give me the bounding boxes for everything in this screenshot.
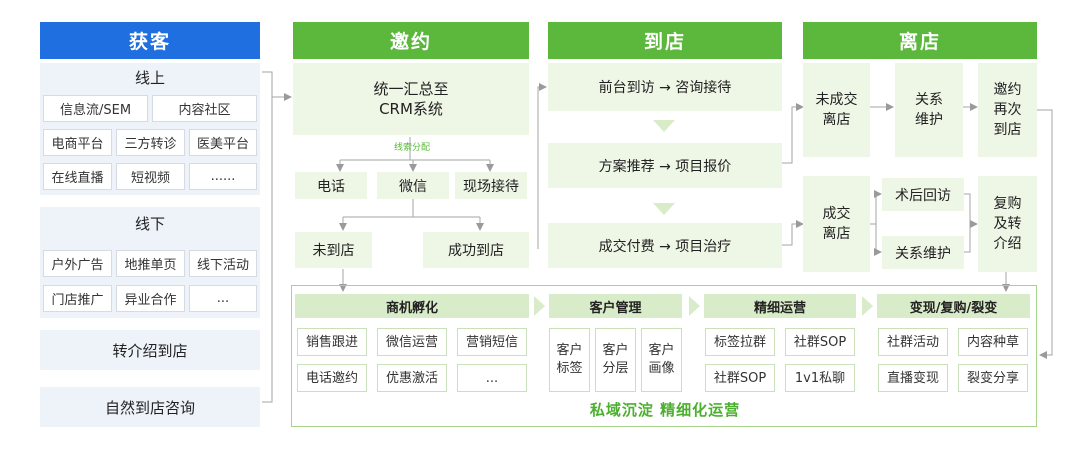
ops-item: 1v1私聊 — [785, 364, 855, 392]
channel-cell: 异业合作 — [116, 285, 185, 312]
to-deal-arrow — [781, 220, 804, 246]
customer-item: 客户 分层 — [595, 328, 636, 392]
convert-item: 内容种草 — [958, 328, 1028, 356]
incubation-item: ... — [457, 364, 527, 392]
arrive-step: 方案推荐 → 项目报价 — [548, 143, 782, 188]
arrive-header: 到店 — [548, 22, 782, 59]
repurchase-box: 复购 及转 介绍 — [978, 176, 1037, 272]
chevron-right-icon — [534, 296, 545, 316]
channel-cell: 内容社区 — [152, 95, 257, 122]
ops-item: 社群SOP — [705, 364, 775, 392]
channel-cell: 门店推广 — [43, 285, 112, 312]
reinvite-loop-arrow — [1036, 109, 1053, 359]
channel-cell: 线下活动 — [189, 250, 257, 277]
acquire-bracket-line — [262, 71, 273, 403]
convert-item: 裂变分享 — [958, 364, 1028, 392]
method-onsite: 现场接待 — [455, 172, 527, 199]
customer-item: 客户 画像 — [641, 328, 682, 392]
acquire-header: 获客 — [40, 22, 260, 59]
referral-box: 转介绍到店 — [40, 330, 260, 370]
lead-assign-label: 线索分配 — [393, 143, 430, 153]
customer-title: 客户管理 — [549, 294, 682, 318]
convert-item: 社群活动 — [878, 328, 948, 356]
invite-header: 邀约 — [293, 22, 529, 59]
private-domain-footer: 私域沉淀 精细化运营 — [589, 401, 741, 419]
customer-item: 客户 标签 — [549, 328, 590, 392]
relation-box: 关系 维护 — [895, 63, 963, 157]
incubation-item: 电话邀约 — [297, 364, 367, 392]
natural-visit-box: 自然到店咨询 — [40, 387, 260, 427]
arrive-step: 前台到访 → 咨询接待 — [548, 63, 782, 111]
incubation-item: 销售跟进 — [297, 328, 367, 356]
chevron-right-icon — [862, 296, 873, 316]
method-wechat: 微信 — [377, 172, 449, 199]
relation2-box: 关系维护 — [882, 236, 964, 269]
incubation-title: 商机孵化 — [295, 294, 529, 318]
incubation-item: 微信运营 — [377, 328, 447, 356]
channel-cell: ... — [189, 285, 257, 312]
flow-down-triangle — [653, 120, 675, 132]
channel-cell: 在线直播 — [43, 163, 112, 190]
channel-cell: 医美平台 — [189, 129, 257, 156]
channel-cell: 电商平台 — [43, 129, 112, 156]
not-arrived-box: 未到店 — [295, 232, 372, 268]
ops-item: 社群SOP — [785, 328, 855, 356]
followup-bracket — [964, 193, 971, 253]
arrive-step: 成交付费 → 项目治疗 — [548, 223, 782, 268]
online-label: 线上 — [40, 63, 260, 91]
arrived-box: 成功到店 — [423, 232, 529, 268]
offline-label: 线下 — [40, 207, 260, 240]
followup-box: 术后回访 — [882, 178, 964, 211]
channel-cell: 地推单页 — [116, 250, 185, 277]
method-phone: 电话 — [295, 172, 367, 199]
to-no-deal-arrow — [781, 103, 804, 164]
ops-item: 标签拉群 — [705, 328, 775, 356]
convert-title: 变现/复购/裂变 — [877, 294, 1030, 318]
channel-cell: 短视频 — [116, 163, 185, 190]
channel-cell: 户外广告 — [43, 250, 112, 277]
deal-box: 成交 离店 — [803, 176, 870, 272]
chevron-right-icon — [689, 296, 700, 316]
reinvite-box: 邀约 再次 到店 — [978, 63, 1037, 157]
private-domain-panel — [291, 285, 1037, 427]
flow-down-triangle — [653, 203, 675, 215]
channel-cell: 信息流/SEM — [43, 95, 148, 122]
convert-item: 直播变现 — [878, 364, 948, 392]
no-deal-box: 未成交 离店 — [803, 63, 870, 157]
ops-title: 精细运营 — [704, 294, 856, 318]
channel-cell: 三方转诊 — [116, 129, 185, 156]
incubation-item: 优惠激活 — [377, 364, 447, 392]
arrived-to-store-arrow — [537, 83, 547, 249]
channel-cell: ...... — [189, 163, 257, 190]
leave-header: 离店 — [803, 22, 1037, 59]
crm-box: 统一汇总至 CRM系统 — [293, 63, 529, 135]
incubation-item: 营销短信 — [457, 328, 527, 356]
